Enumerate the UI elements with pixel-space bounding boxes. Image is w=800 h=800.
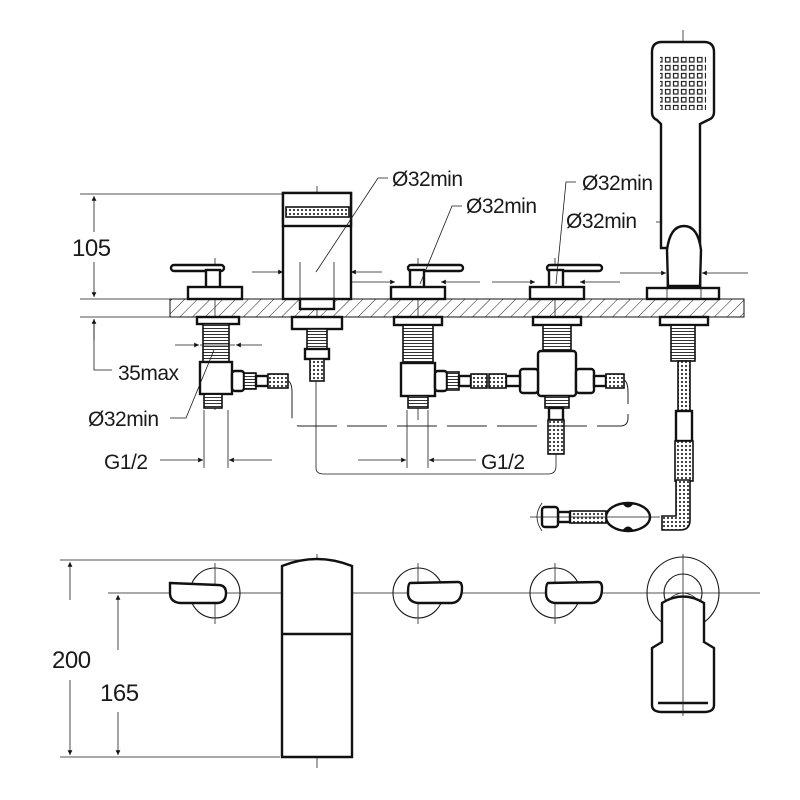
hole-label-4: Ø32min	[566, 210, 637, 233]
spout-icon	[280, 554, 354, 768]
valve-left	[169, 258, 289, 410]
hole-left-leader	[170, 349, 215, 419]
dim-200-label: 200	[52, 647, 91, 674]
dim-35max-label: 35max	[118, 362, 180, 385]
hole-label-3: Ø32min	[582, 172, 653, 195]
lever-handle-icon	[529, 563, 604, 624]
hand-shower-icon	[646, 554, 720, 716]
dim-105-label: 105	[72, 235, 111, 262]
thread-center-label: G1/2	[481, 451, 525, 474]
lever-handle-icon	[392, 563, 464, 624]
hole-center-leader	[419, 205, 462, 285]
spout-icon	[252, 186, 382, 382]
dim-35max-leader	[93, 319, 112, 371]
valve-center	[352, 258, 488, 420]
hose-icon	[286, 379, 691, 533]
deck-section	[169, 298, 745, 318]
lever-handle-icon	[168, 563, 241, 624]
hole-label-2: Ø32min	[466, 195, 537, 218]
hole-label-1: Ø32min	[392, 168, 463, 191]
diverter-icon	[488, 258, 625, 455]
hole-left-label: Ø32min	[88, 408, 159, 431]
top-view: 200 165	[52, 554, 760, 768]
thread-left-label: G1/2	[104, 451, 148, 474]
hole-right-leader-1	[555, 181, 576, 285]
hand-shower-icon	[620, 30, 748, 482]
front-view: 105 35max Ø32min	[72, 30, 748, 533]
dim-165-label: 165	[100, 680, 139, 707]
hole-spout-leader	[315, 177, 388, 273]
